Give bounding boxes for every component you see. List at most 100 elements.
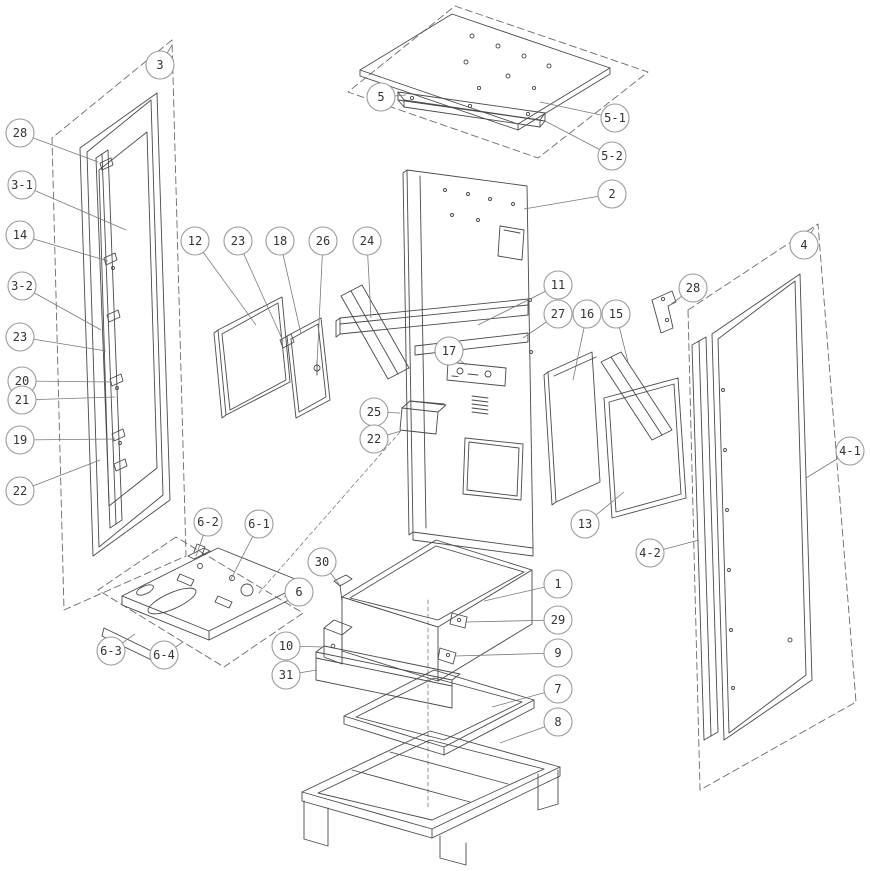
callout-label: 17	[442, 344, 456, 358]
small-junction-box	[399, 400, 447, 435]
callout-label: 19	[13, 433, 27, 447]
corner-bracket-9	[437, 647, 457, 665]
callout-label: 4	[800, 238, 807, 252]
callout-label: 30	[315, 555, 329, 569]
bracket-10	[323, 619, 353, 665]
exploded-drawing	[51, 5, 857, 866]
callout-5: 5	[366, 82, 396, 112]
callout-label: 22	[367, 432, 381, 446]
callout-label: 28	[686, 281, 700, 295]
callout-24: 24	[352, 226, 382, 256]
callout-10: 10	[271, 631, 301, 661]
callout-12: 12	[180, 226, 210, 256]
base-assembly-boundary	[97, 536, 304, 668]
left-door-boundary	[51, 39, 187, 611]
callout-label: 6-4	[153, 648, 175, 662]
callout-label: 18	[273, 234, 287, 248]
callout-label: 25	[367, 405, 381, 419]
right-door-strip	[691, 336, 719, 741]
callout-23-mid: 23	[223, 226, 253, 256]
callout-label: 28	[13, 126, 27, 140]
callout-17: 17	[434, 336, 464, 366]
angle-rail-24	[340, 284, 410, 380]
callout-4-2: 4-2	[635, 538, 665, 568]
callout-label: 12	[188, 234, 202, 248]
callout-label: 26	[316, 234, 330, 248]
callout-3-1: 3-1	[7, 170, 37, 200]
callout-label: 8	[554, 715, 561, 729]
callout-16: 16	[572, 299, 602, 329]
callout-label: 5-2	[601, 149, 623, 163]
callout-label: 27	[551, 307, 565, 321]
callout-27: 27	[543, 299, 573, 329]
callout-6-4: 6-4	[149, 640, 179, 670]
callout-label: 5	[377, 90, 384, 104]
callout-label: 4-1	[839, 444, 861, 458]
callout-6-3: 6-3	[96, 636, 126, 666]
callout-label: 20	[15, 374, 29, 388]
callout-28-right: 28	[678, 273, 708, 303]
callout-5-1: 5-1	[600, 103, 630, 133]
callout-1: 1	[543, 569, 573, 599]
shelf-panel-12	[213, 296, 291, 419]
callout-label: 15	[609, 307, 623, 321]
callout-label: 13	[578, 517, 592, 531]
callout-8: 8	[543, 707, 573, 737]
callout-22-left: 22	[5, 476, 35, 506]
leader-lines	[19, 44, 851, 744]
callout-label: 3-2	[11, 279, 33, 293]
callout-13: 13	[570, 509, 600, 539]
top-cover-rail	[397, 91, 546, 128]
right-door-panel	[711, 273, 813, 741]
callout-label: 23	[231, 234, 245, 248]
top-cover-boundary	[347, 5, 649, 159]
callout-label: 14	[13, 228, 27, 242]
cross-rail-upper	[335, 298, 529, 338]
callouts: 3 28 3-1 14 3-2 23 20 21 19 22 12 23 18 …	[5, 50, 865, 737]
callout-14: 14	[5, 220, 35, 250]
callout-3: 3	[145, 50, 175, 80]
base-frame-8	[301, 730, 561, 866]
callout-26: 26	[308, 226, 338, 256]
callout-label: 23	[13, 330, 27, 344]
callout-label: 29	[551, 613, 565, 627]
reference-lines	[257, 431, 429, 811]
callout-6-1: 6-1	[244, 509, 274, 539]
callout-label: 6	[295, 585, 302, 599]
callout-30: 30	[307, 547, 337, 577]
back-panel	[402, 169, 534, 557]
tray-7	[343, 669, 535, 756]
callout-11: 11	[543, 270, 573, 300]
control-plate	[446, 361, 507, 387]
angle-rail-15	[600, 351, 673, 441]
callout-label: 5-1	[604, 111, 626, 125]
corner-bracket-30	[333, 574, 353, 602]
cross-rail-lower	[414, 332, 529, 356]
callout-21: 21	[7, 385, 37, 415]
callout-label: 2	[608, 187, 615, 201]
callout-29: 29	[543, 605, 573, 635]
callout-label: 1	[554, 577, 561, 591]
callout-5-2: 5-2	[597, 141, 627, 171]
callout-label: 6-3	[100, 644, 122, 658]
callout-label: 3	[156, 58, 163, 72]
callout-label: 7	[554, 682, 561, 696]
callout-label: 10	[279, 639, 293, 653]
panel-18	[286, 317, 331, 419]
callout-7: 7	[543, 674, 573, 704]
side-panel-13	[603, 377, 687, 519]
corner-bracket-29	[449, 612, 468, 629]
base-bracket-6-2	[187, 543, 211, 560]
bracket-28-right	[651, 290, 677, 334]
callout-label: 9	[554, 646, 561, 660]
callout-3-2: 3-2	[7, 271, 37, 301]
callout-label: 6-1	[248, 517, 270, 531]
left-door-panel	[79, 92, 171, 557]
base-pan	[121, 547, 306, 641]
callout-6: 6	[284, 577, 314, 607]
callout-label: 24	[360, 234, 374, 248]
callout-6-2: 6-2	[193, 507, 223, 537]
callout-18: 18	[265, 226, 295, 256]
